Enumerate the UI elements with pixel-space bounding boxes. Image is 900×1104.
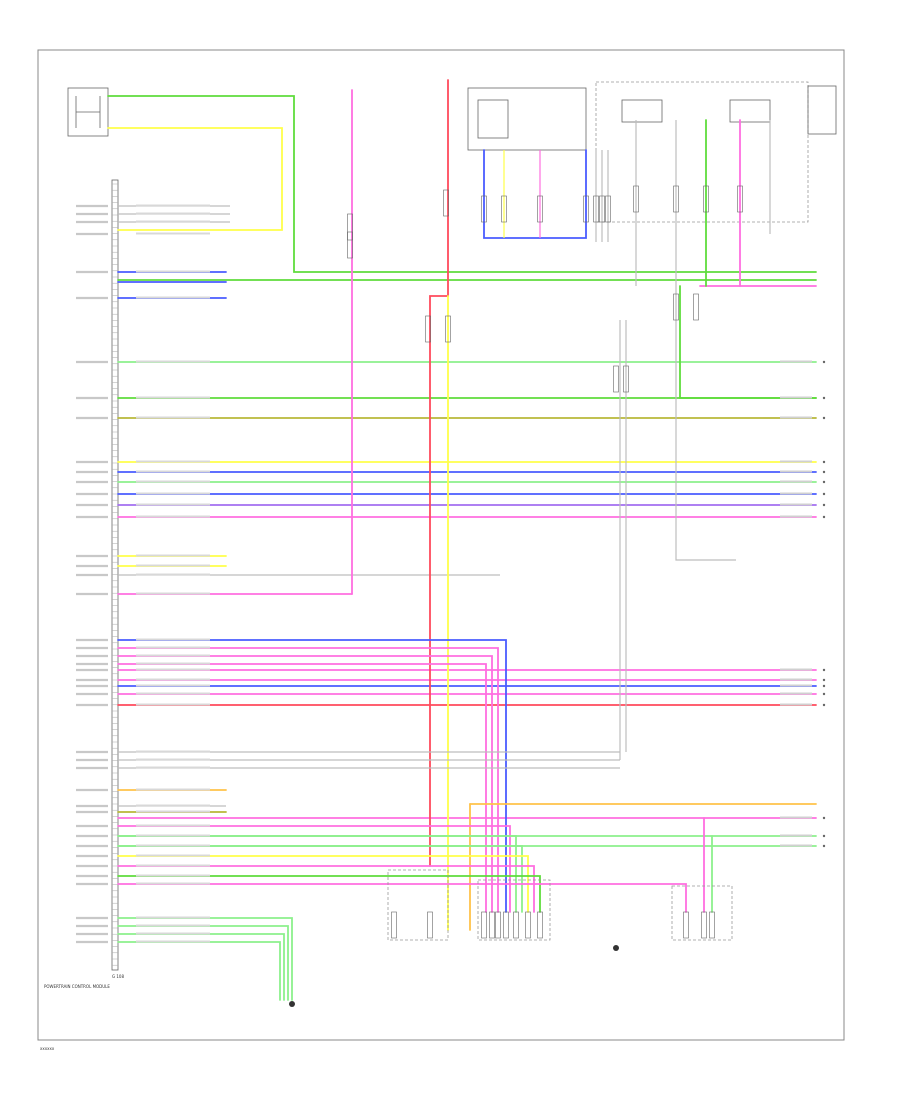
terminal-marker bbox=[822, 678, 826, 682]
inline-connector bbox=[445, 315, 451, 343]
inline-connector bbox=[673, 293, 679, 321]
inline-connector bbox=[693, 293, 699, 321]
inline-connector bbox=[537, 911, 543, 939]
inline-connector bbox=[481, 195, 487, 223]
wire-ground-bundle bbox=[117, 941, 281, 1001]
wire-to-bottom bbox=[117, 845, 523, 913]
terminal-marker bbox=[822, 480, 826, 484]
component-ho2s bbox=[671, 885, 733, 941]
wire-fuse-drop bbox=[675, 120, 736, 561]
wire-to-bottom bbox=[117, 835, 517, 913]
inline-connector bbox=[613, 365, 619, 393]
pcm-pin-ticks bbox=[112, 183, 118, 966]
relay-block-1 bbox=[467, 87, 587, 151]
inline-connector bbox=[495, 911, 501, 939]
terminal-marker bbox=[822, 703, 826, 707]
wire-to-etc bbox=[117, 639, 507, 913]
inline-connector bbox=[583, 195, 589, 223]
inline-connector bbox=[737, 185, 743, 213]
inline-connector bbox=[481, 911, 487, 939]
terminal-marker bbox=[822, 816, 826, 820]
wire-to-etc bbox=[117, 663, 487, 913]
relay-coil bbox=[477, 99, 509, 139]
relay-block-3 bbox=[729, 99, 771, 123]
wire-to-bottom bbox=[117, 825, 511, 913]
fuse-box-outline bbox=[595, 81, 809, 223]
terminal-marker bbox=[822, 844, 826, 848]
footer-code: xxxxxx bbox=[40, 1046, 55, 1051]
inline-connector bbox=[709, 911, 715, 939]
inline-connectors bbox=[347, 185, 743, 939]
inline-connector bbox=[489, 911, 495, 939]
ground-label: G 108 bbox=[112, 974, 124, 979]
wire-to-bottom bbox=[117, 883, 687, 913]
inline-connector bbox=[525, 911, 531, 939]
ground-point-2 bbox=[613, 945, 619, 951]
diagram-labels bbox=[76, 204, 826, 944]
terminal-marker bbox=[822, 470, 826, 474]
component-etc bbox=[477, 879, 551, 941]
terminal-marker bbox=[822, 834, 826, 838]
diagram-frame bbox=[37, 49, 845, 1041]
wire-to-etc bbox=[117, 647, 499, 913]
terminal-marker bbox=[822, 668, 826, 672]
inline-connector bbox=[503, 911, 509, 939]
inline-connector bbox=[347, 231, 353, 259]
inline-connector bbox=[623, 365, 629, 393]
inline-connector bbox=[683, 911, 689, 939]
terminal-marker bbox=[822, 684, 826, 688]
inline-connector bbox=[501, 195, 507, 223]
wire-relay-loop bbox=[483, 149, 587, 239]
wire-ground-bundle bbox=[117, 925, 289, 1001]
terminal-marker bbox=[822, 396, 826, 400]
component-fuel-tank bbox=[387, 869, 449, 941]
inline-connector bbox=[427, 911, 433, 939]
inline-connector bbox=[701, 911, 707, 939]
terminal-marker bbox=[822, 492, 826, 496]
inline-connector bbox=[703, 185, 709, 213]
wire-harness bbox=[107, 79, 817, 1001]
wire-fuse-red bbox=[429, 79, 449, 867]
wire-ground-bundle bbox=[117, 917, 293, 1001]
wire-sensor-signal bbox=[107, 127, 283, 231]
wire-to-bottom bbox=[117, 855, 529, 913]
wire-to-bottom bbox=[117, 865, 535, 913]
terminal-marker bbox=[822, 460, 826, 464]
terminal-marker bbox=[822, 692, 826, 696]
inline-connector bbox=[513, 911, 519, 939]
pcm-connector bbox=[111, 179, 119, 971]
inline-connector bbox=[599, 195, 605, 223]
pcm-label: POWERTRAIN CONTROL MODULE bbox=[44, 984, 110, 989]
inline-connector bbox=[425, 315, 431, 343]
battery bbox=[807, 85, 837, 135]
relay-block-2 bbox=[621, 99, 663, 123]
inline-connector bbox=[391, 911, 397, 939]
inline-connector bbox=[593, 195, 599, 223]
wire-sensor-feed bbox=[107, 95, 817, 273]
inline-connector bbox=[347, 213, 353, 241]
sensor-top-left bbox=[67, 87, 109, 137]
ground-point bbox=[289, 1001, 295, 1007]
terminal-marker bbox=[822, 503, 826, 507]
sensor-top-left-symbol bbox=[75, 96, 101, 128]
terminal-marker bbox=[822, 515, 826, 519]
terminal-marker bbox=[822, 416, 826, 420]
inline-connector bbox=[605, 195, 611, 223]
wire-fuse-green bbox=[679, 285, 817, 399]
wire-to-bottom bbox=[117, 875, 541, 913]
inline-connector bbox=[673, 185, 679, 213]
terminal-marker bbox=[822, 360, 826, 364]
inline-connector bbox=[443, 189, 449, 217]
inline-connector bbox=[633, 185, 639, 213]
wire-ground-bundle bbox=[117, 933, 285, 1001]
inline-connector bbox=[537, 195, 543, 223]
